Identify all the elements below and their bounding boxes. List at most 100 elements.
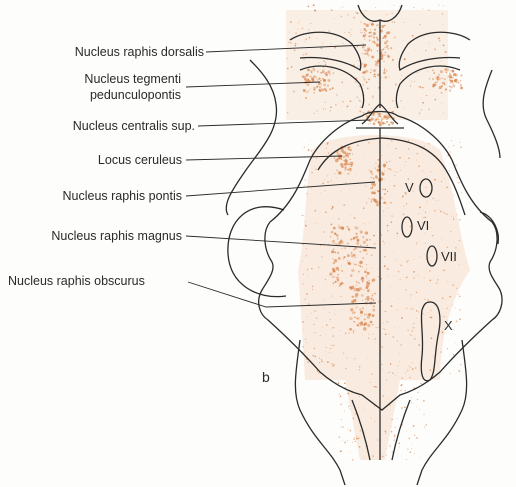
stipple-dot bbox=[375, 175, 378, 178]
stipple-dot bbox=[367, 289, 370, 292]
stipple-dot bbox=[331, 329, 332, 330]
stipple-dot bbox=[349, 189, 350, 190]
stipple-dot bbox=[385, 311, 386, 312]
stipple-dot bbox=[339, 451, 340, 452]
stipple-dot bbox=[287, 68, 289, 70]
stipple-dot bbox=[381, 235, 382, 236]
stipple-dot bbox=[361, 315, 362, 316]
stipple-dot bbox=[456, 82, 457, 83]
stipple-dot bbox=[358, 323, 359, 324]
stipple-dot bbox=[333, 72, 334, 73]
stipple-dot bbox=[310, 23, 311, 24]
stipple-dot bbox=[337, 153, 339, 155]
stipple-dot bbox=[377, 440, 378, 441]
stipple-dot bbox=[384, 189, 386, 191]
stipple-dot bbox=[397, 236, 398, 237]
stipple-dot bbox=[386, 40, 388, 42]
stipple-dot bbox=[354, 264, 355, 265]
stipple-dot bbox=[347, 173, 349, 175]
stipple-dot bbox=[421, 109, 422, 110]
stipple-dot bbox=[383, 164, 386, 167]
stipple-dot bbox=[308, 149, 310, 151]
stipple-dot bbox=[332, 240, 335, 243]
stipple-dot bbox=[358, 60, 359, 61]
stipple-dot bbox=[325, 190, 326, 191]
stipple-dot bbox=[329, 272, 332, 275]
stipple-dot bbox=[304, 147, 305, 148]
stipple-dot bbox=[427, 200, 428, 201]
stipple-dot bbox=[423, 209, 424, 210]
stipple-dot bbox=[365, 298, 367, 300]
stipple-dot bbox=[340, 450, 342, 452]
stipple-dot bbox=[370, 321, 372, 323]
stipple-dot bbox=[404, 22, 405, 23]
stipple-dot bbox=[348, 228, 350, 230]
stipple-dot bbox=[398, 271, 399, 272]
stipple-dot bbox=[394, 175, 395, 176]
stipple-dot bbox=[378, 119, 380, 121]
stipple-dot bbox=[340, 8, 341, 9]
stipple-dot bbox=[373, 183, 376, 186]
stipple-dot bbox=[313, 75, 316, 78]
stipple-dot bbox=[327, 57, 328, 58]
stipple-dot bbox=[367, 315, 370, 318]
stipple-dot bbox=[413, 20, 414, 21]
stipple-dot bbox=[411, 397, 412, 398]
stipple-dot bbox=[404, 58, 406, 60]
stipple-dot bbox=[336, 177, 337, 178]
stipple-dot bbox=[382, 122, 385, 125]
stipple-dot bbox=[383, 241, 384, 242]
stipple-dot bbox=[460, 74, 462, 76]
stipple-dot bbox=[353, 332, 354, 333]
stipple-dot bbox=[335, 310, 336, 311]
stipple-dot bbox=[340, 240, 342, 242]
stipple-dot bbox=[332, 258, 333, 259]
stipple-dot bbox=[331, 43, 332, 44]
stipple-dot bbox=[304, 351, 305, 352]
stipple-dot bbox=[347, 147, 349, 149]
stipple-dot bbox=[384, 329, 385, 330]
stipple-dot bbox=[428, 257, 429, 258]
stipple-dot bbox=[324, 72, 326, 74]
stipple-dot bbox=[413, 271, 415, 273]
stipple-dot bbox=[351, 269, 354, 272]
stipple-dot bbox=[327, 283, 328, 284]
stipple-dot bbox=[365, 231, 368, 234]
stipple-dot bbox=[308, 90, 310, 92]
stipple-dot bbox=[445, 88, 447, 90]
stipple-dot bbox=[355, 312, 356, 313]
stipple-dot bbox=[344, 411, 345, 412]
stipple-dot bbox=[391, 426, 392, 427]
stipple-dot bbox=[314, 9, 315, 10]
stipple-dot bbox=[360, 311, 363, 314]
stipple-dot bbox=[345, 155, 347, 157]
stipple-dot bbox=[355, 264, 357, 266]
stipple-dot bbox=[314, 113, 315, 114]
stipple-dot bbox=[372, 95, 374, 97]
stipple-shading bbox=[286, 4, 470, 460]
stipple-dot bbox=[422, 313, 423, 314]
stipple-dot bbox=[408, 140, 409, 141]
stipple-dot bbox=[338, 283, 339, 284]
stipple-dot bbox=[400, 170, 401, 171]
stipple-dot bbox=[327, 79, 330, 82]
stipple-dot bbox=[395, 107, 396, 108]
stipple-dot bbox=[336, 94, 337, 95]
stipple-dot bbox=[432, 85, 434, 87]
stipple-dot bbox=[361, 294, 363, 296]
stipple-dot bbox=[354, 217, 356, 219]
stipple-dot bbox=[291, 66, 293, 68]
stipple-dot bbox=[315, 169, 317, 171]
stipple-dot bbox=[334, 114, 335, 115]
stipple-dot bbox=[422, 102, 424, 104]
stipple-dot bbox=[324, 308, 325, 309]
stipple-dot bbox=[295, 45, 296, 46]
left-cerebral-peduncle-outline bbox=[226, 60, 276, 215]
stipple-dot bbox=[459, 309, 460, 310]
stipple-dot bbox=[365, 34, 366, 35]
stipple-dot bbox=[302, 75, 305, 78]
stipple-dot bbox=[422, 171, 423, 172]
stipple-dot bbox=[400, 79, 401, 80]
stipple-dot bbox=[313, 332, 314, 333]
stipple-dot bbox=[359, 100, 361, 102]
